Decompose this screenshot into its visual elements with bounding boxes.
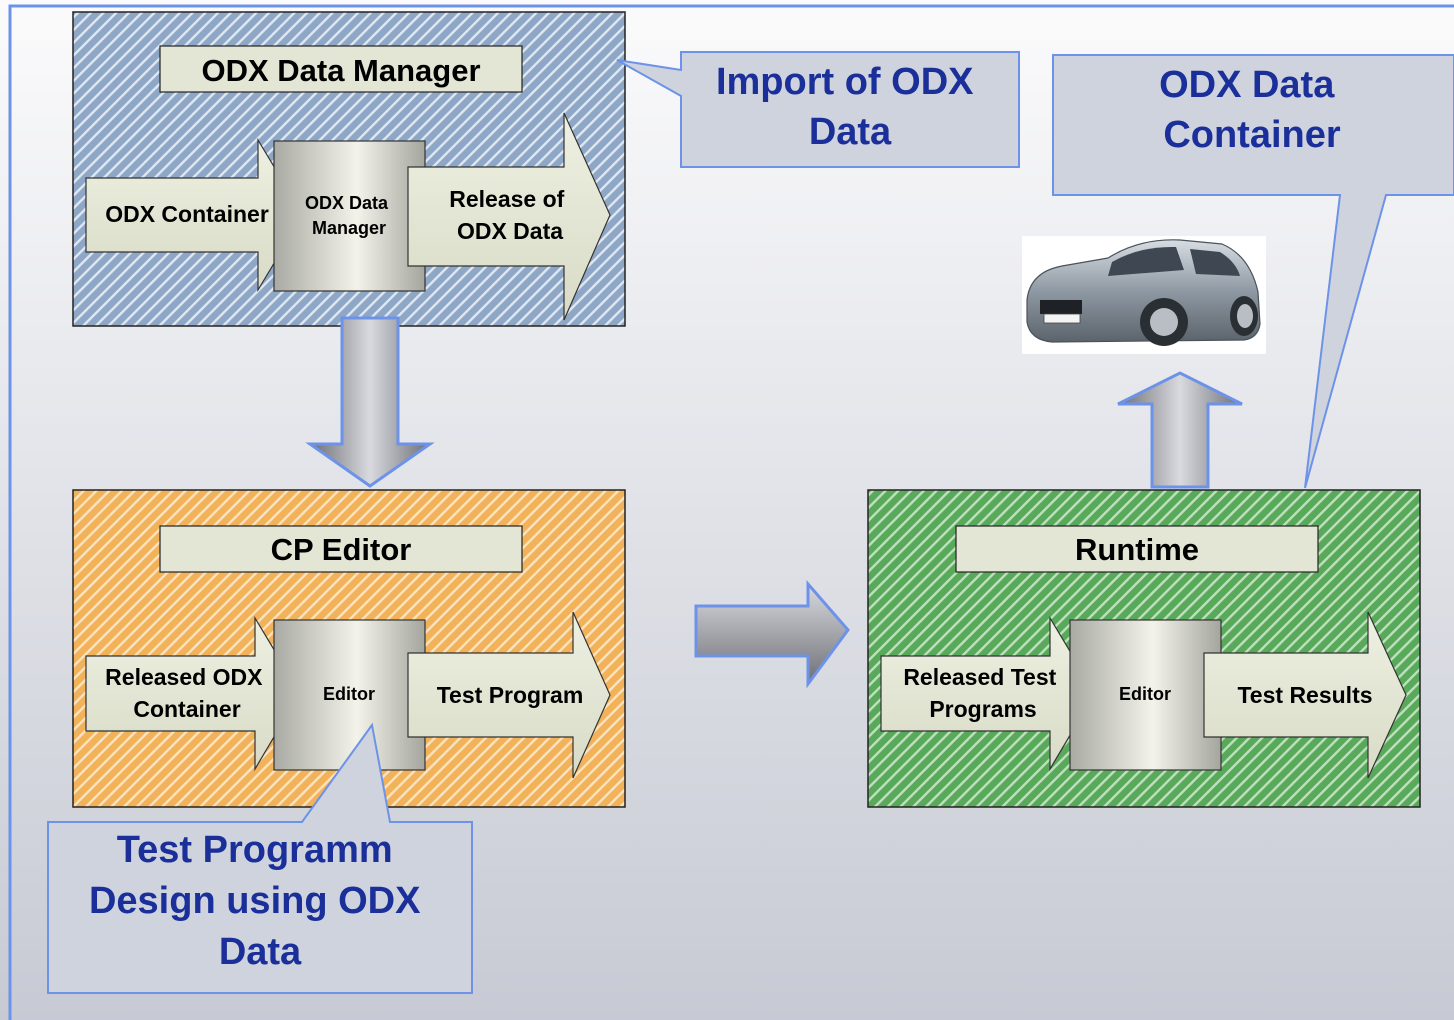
input-label: Released Test Programs bbox=[903, 664, 1062, 722]
input-label: ODX Container bbox=[105, 201, 269, 227]
callout-text: Test Programm Design using ODX Data bbox=[89, 829, 431, 973]
car-grille bbox=[1040, 300, 1082, 314]
process-box bbox=[273, 140, 426, 292]
car-windshield bbox=[1108, 246, 1184, 276]
callout-test-programm-design: Test Programm Design using ODX Data bbox=[47, 722, 473, 994]
process-label: Editor bbox=[1119, 684, 1171, 704]
block-title: ODX Data Manager bbox=[201, 53, 480, 88]
output-arrow bbox=[407, 611, 611, 779]
callout-box bbox=[616, 51, 1020, 168]
output-arrow bbox=[407, 112, 611, 321]
car-side-window bbox=[1190, 249, 1240, 276]
output-arrow bbox=[1203, 611, 1407, 779]
odx-data-manager-block: ODX Data Manager ODX Container ODX Data … bbox=[72, 11, 626, 327]
rear-rim bbox=[1237, 304, 1253, 328]
output-label: Test Results bbox=[1237, 682, 1372, 708]
callout-text: ODX Data Container bbox=[1159, 64, 1345, 156]
block-title: Runtime bbox=[1075, 532, 1199, 567]
callout-box bbox=[1052, 54, 1454, 489]
block-title-box bbox=[159, 45, 523, 93]
runtime-block: Runtime Released Test Programs Editor Te… bbox=[867, 489, 1421, 808]
process-label: ODX Data Manager bbox=[305, 193, 393, 238]
arrow-down-icon bbox=[305, 316, 435, 488]
arrow-right-icon bbox=[694, 579, 850, 689]
input-label: Released ODX Container bbox=[105, 664, 269, 722]
front-rim bbox=[1150, 308, 1178, 336]
cp-editor-block: CP Editor Released ODX Container Editor … bbox=[72, 489, 626, 808]
block-title: CP Editor bbox=[271, 532, 412, 567]
block-title-box bbox=[955, 525, 1319, 573]
slide-frame bbox=[8, 4, 1454, 1020]
process-box bbox=[273, 619, 426, 771]
process-box bbox=[1069, 619, 1222, 771]
callout-odx-data-container: ODX Data Container bbox=[1052, 54, 1454, 489]
process-label: Editor bbox=[323, 684, 375, 704]
output-label: Release of ODX Data bbox=[449, 186, 570, 244]
output-label: Test Program bbox=[437, 682, 584, 708]
arrow-up-icon bbox=[1117, 371, 1243, 489]
car-icon bbox=[1022, 236, 1266, 354]
license-plate bbox=[1043, 313, 1081, 324]
callout-text: Import of ODX Data bbox=[716, 61, 984, 153]
callout-import-odx-data: Import of ODX Data bbox=[616, 51, 1020, 168]
block-title-box bbox=[159, 525, 523, 573]
callout-box bbox=[47, 722, 473, 994]
